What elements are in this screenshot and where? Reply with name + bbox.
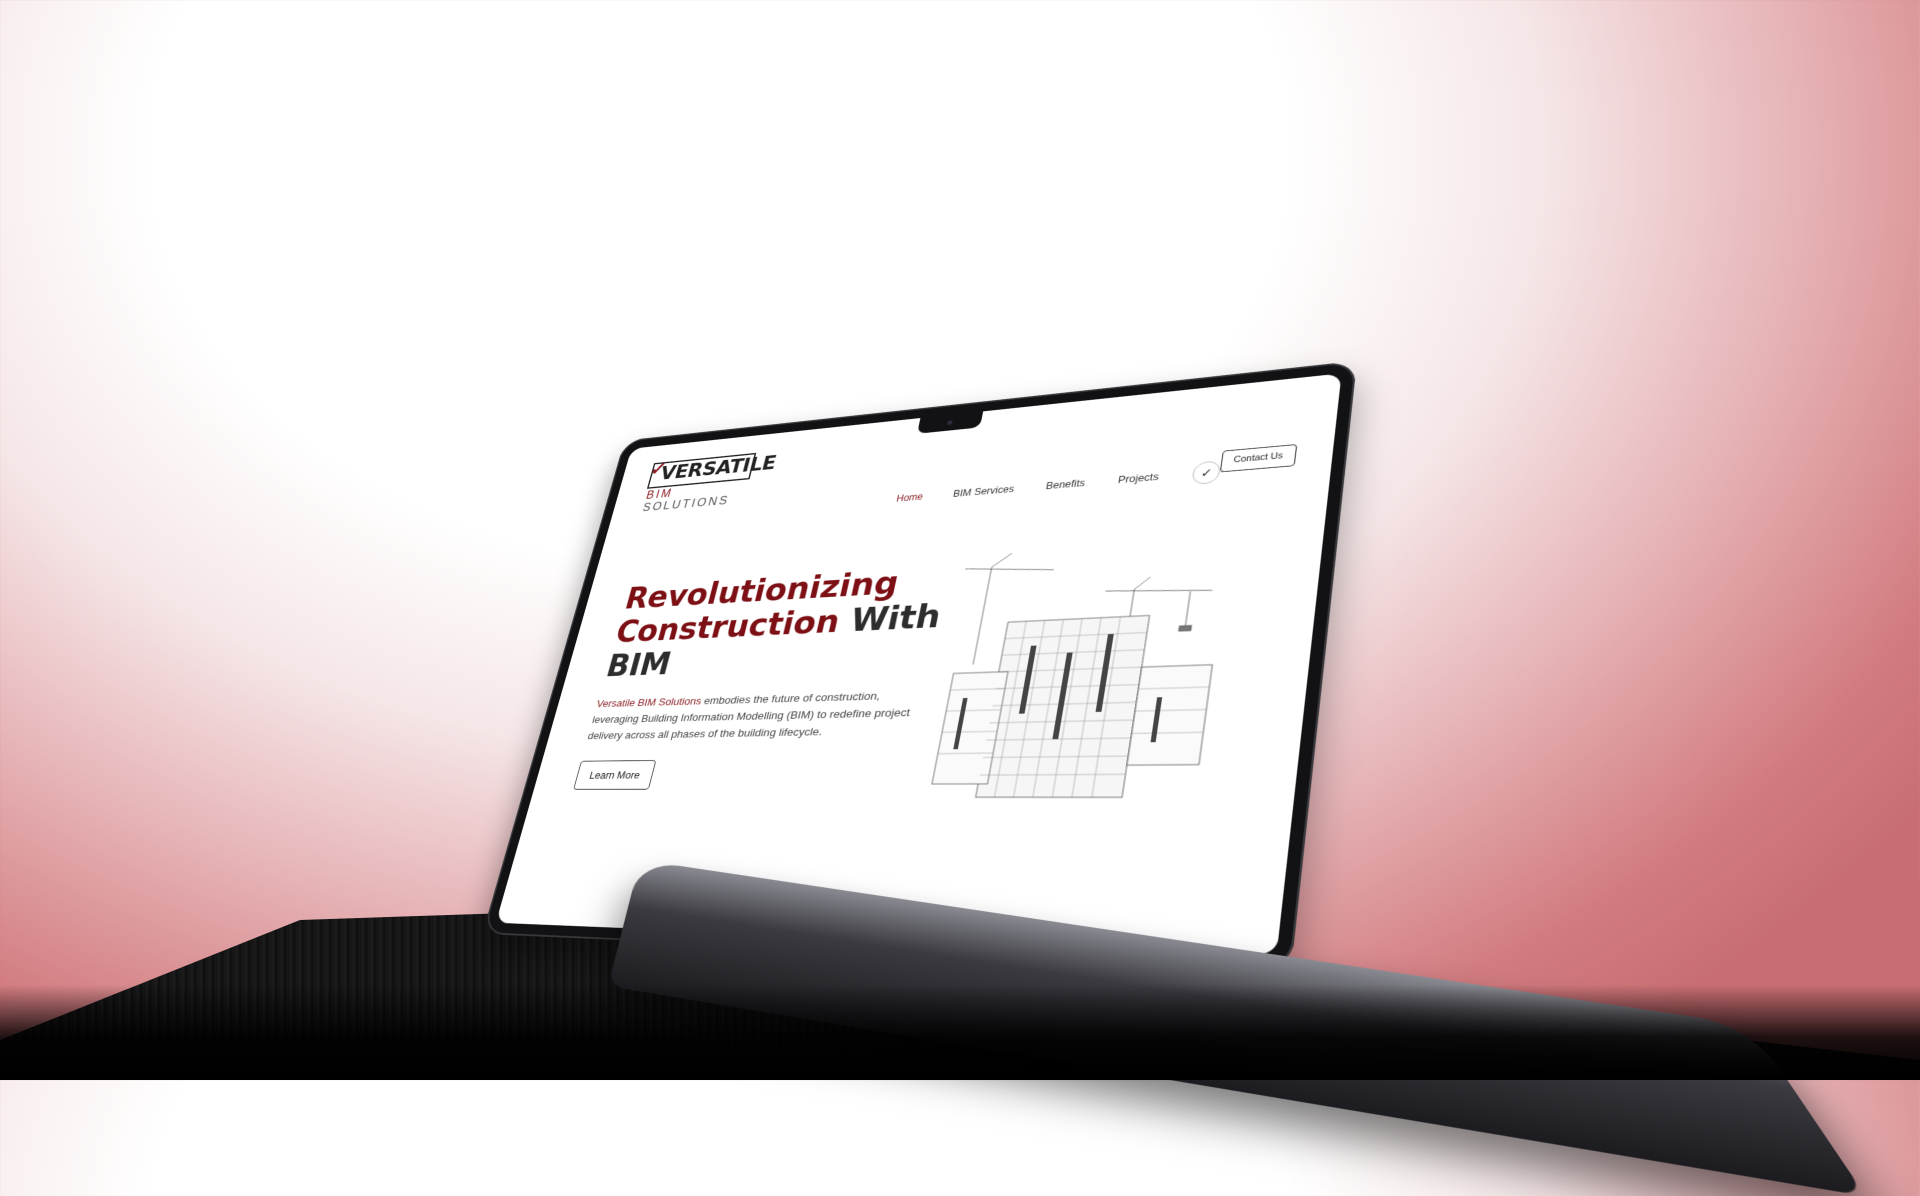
nav-item-bim-services[interactable]: BIM Services — [952, 483, 1015, 499]
building-wireframe-illustration — [910, 534, 1260, 803]
site-logo[interactable]: ✓ VERSATILE BIM SOLUTIONS — [640, 452, 762, 512]
main-nav: Home BIM Services Benefits Projects ✓ — [894, 460, 1222, 509]
floor-shadow — [0, 985, 1920, 1080]
laptop-screen: ✓ VERSATILE BIM SOLUTIONS Home BIM Servi… — [482, 361, 1357, 971]
nav-logo-icon[interactable]: ✓ — [1192, 460, 1222, 485]
nav-item-projects[interactable]: Projects — [1117, 471, 1159, 485]
hero-title: Revolutionizing Construction With BIM — [603, 561, 962, 683]
learn-more-button[interactable]: Learn More — [573, 760, 657, 790]
hero-section: Revolutionizing Construction With BIM Ve… — [573, 561, 961, 789]
hero-desc-brand[interactable]: Versatile BIM Solutions — [595, 695, 703, 709]
contact-us-button[interactable]: Contact Us — [1219, 444, 1297, 472]
scene: ✓ VERSATILE BIM SOLUTIONS Home BIM Servi… — [0, 0, 1920, 1080]
nav-item-home[interactable]: Home — [895, 491, 924, 504]
nav-item-benefits[interactable]: Benefits — [1045, 477, 1086, 491]
hero-description: Versatile BIM Solutions embodies the fut… — [586, 686, 937, 744]
camera-icon — [947, 420, 953, 425]
